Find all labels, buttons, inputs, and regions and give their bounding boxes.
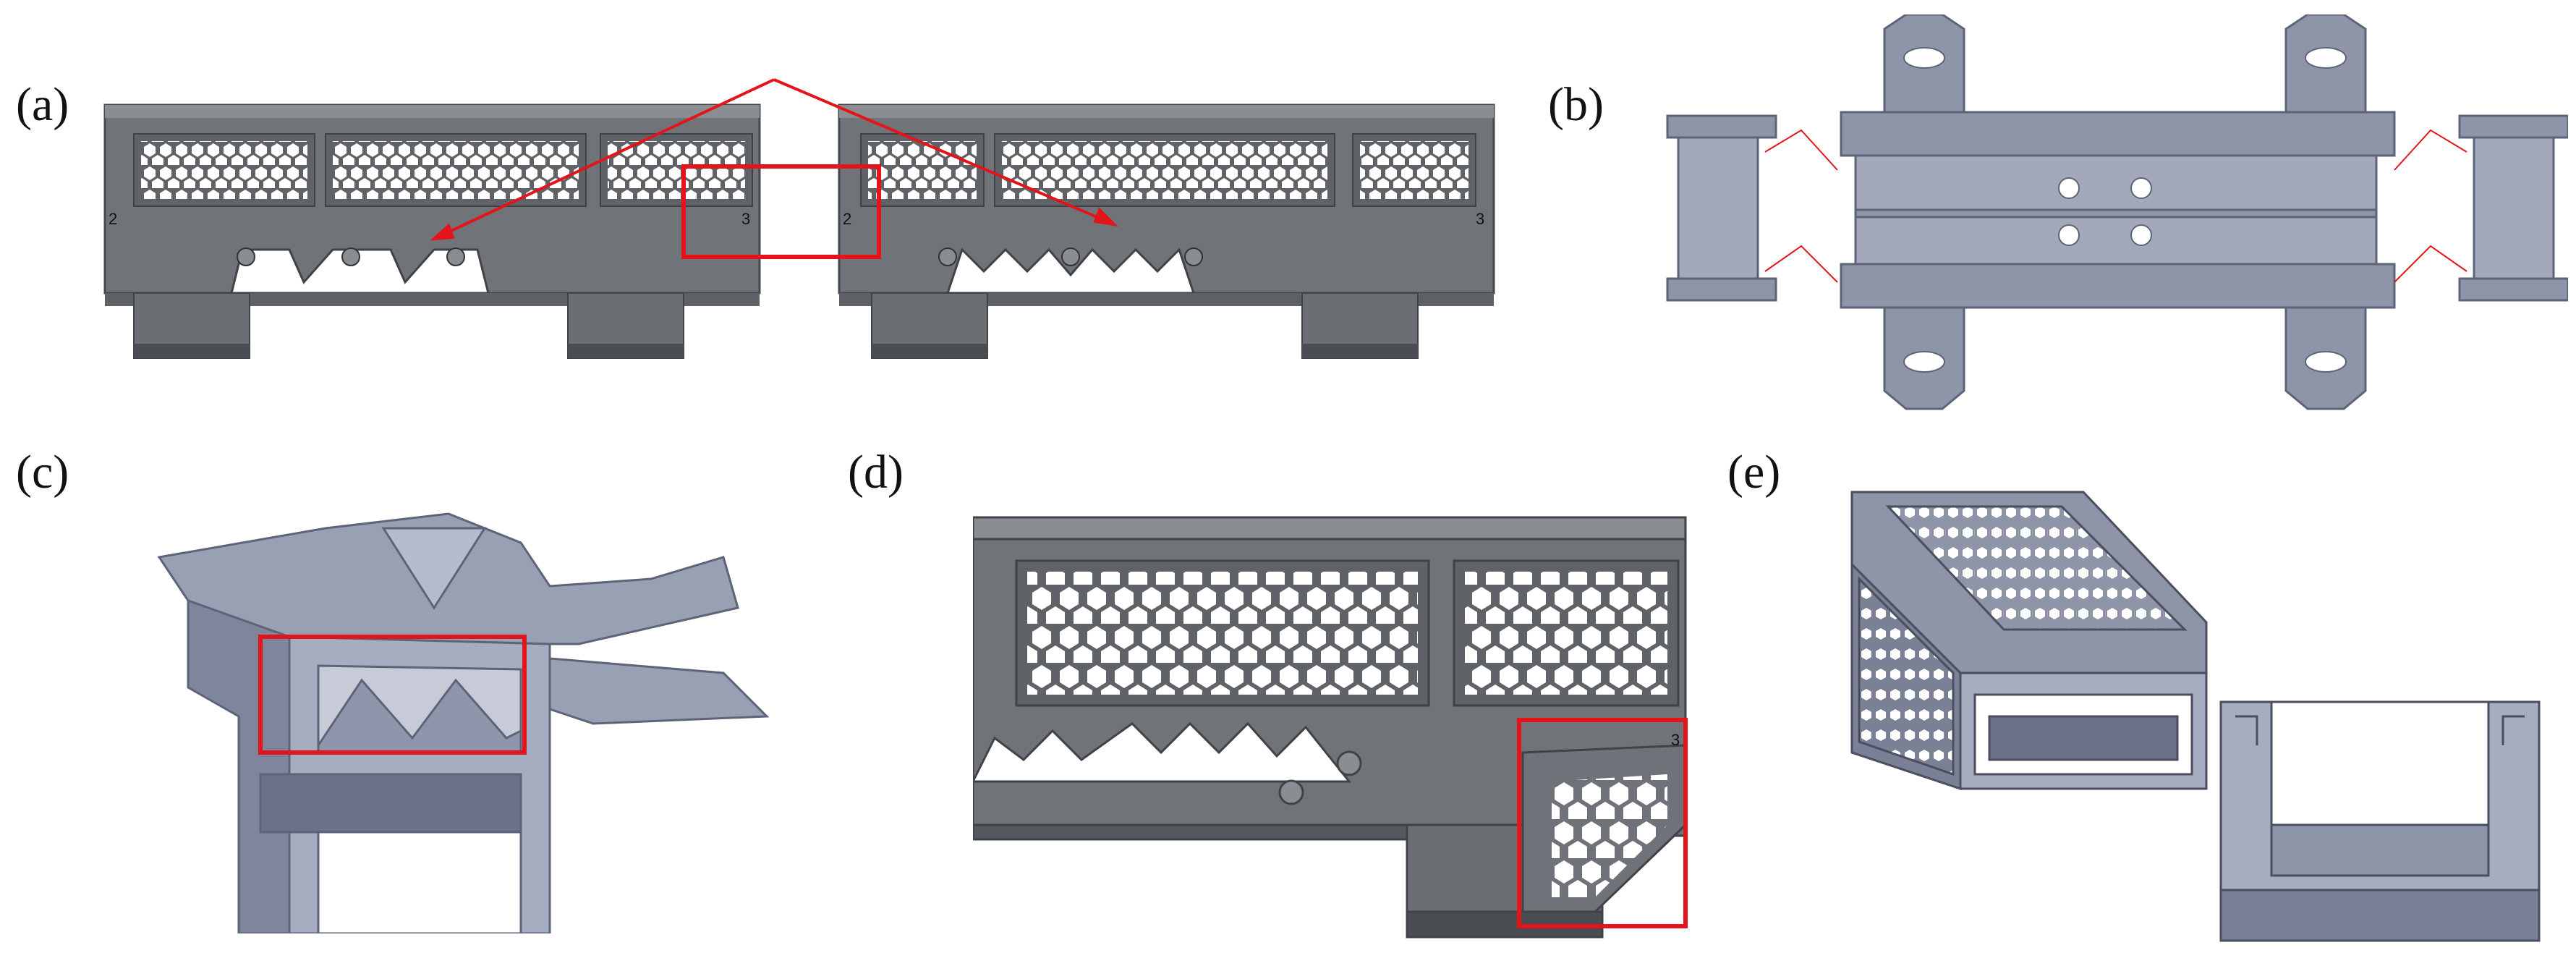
callout-arrows bbox=[430, 78, 1118, 241]
part-a-right: 2 3 bbox=[838, 103, 1495, 359]
part-a-left: 2 3 bbox=[103, 103, 761, 359]
panel-label-e: (e) bbox=[1727, 446, 1781, 499]
panel-a-figure: 2 3 2 3 bbox=[94, 72, 1505, 362]
panel-e-figure bbox=[1845, 485, 2568, 955]
panel-label-c: (c) bbox=[16, 446, 69, 499]
panel-d-figure: 3 bbox=[973, 507, 1747, 941]
highlight-box bbox=[681, 164, 881, 259]
panel-label-a: (a) bbox=[16, 78, 69, 131]
part-mark: 3 bbox=[1671, 731, 1680, 749]
part-mark: 2 bbox=[843, 210, 851, 228]
panel-label-b: (b) bbox=[1548, 78, 1604, 131]
highlight-box bbox=[1517, 718, 1688, 928]
connection-lines bbox=[1764, 129, 2467, 283]
panel-c-figure bbox=[145, 499, 781, 933]
panel-label-d: (d) bbox=[848, 446, 904, 499]
part-mark: 2 bbox=[109, 210, 117, 228]
highlight-box bbox=[258, 635, 527, 755]
part-mark: 3 bbox=[1476, 210, 1484, 228]
part-mark: 3 bbox=[741, 210, 750, 228]
panel-b-figure bbox=[1664, 14, 2568, 420]
